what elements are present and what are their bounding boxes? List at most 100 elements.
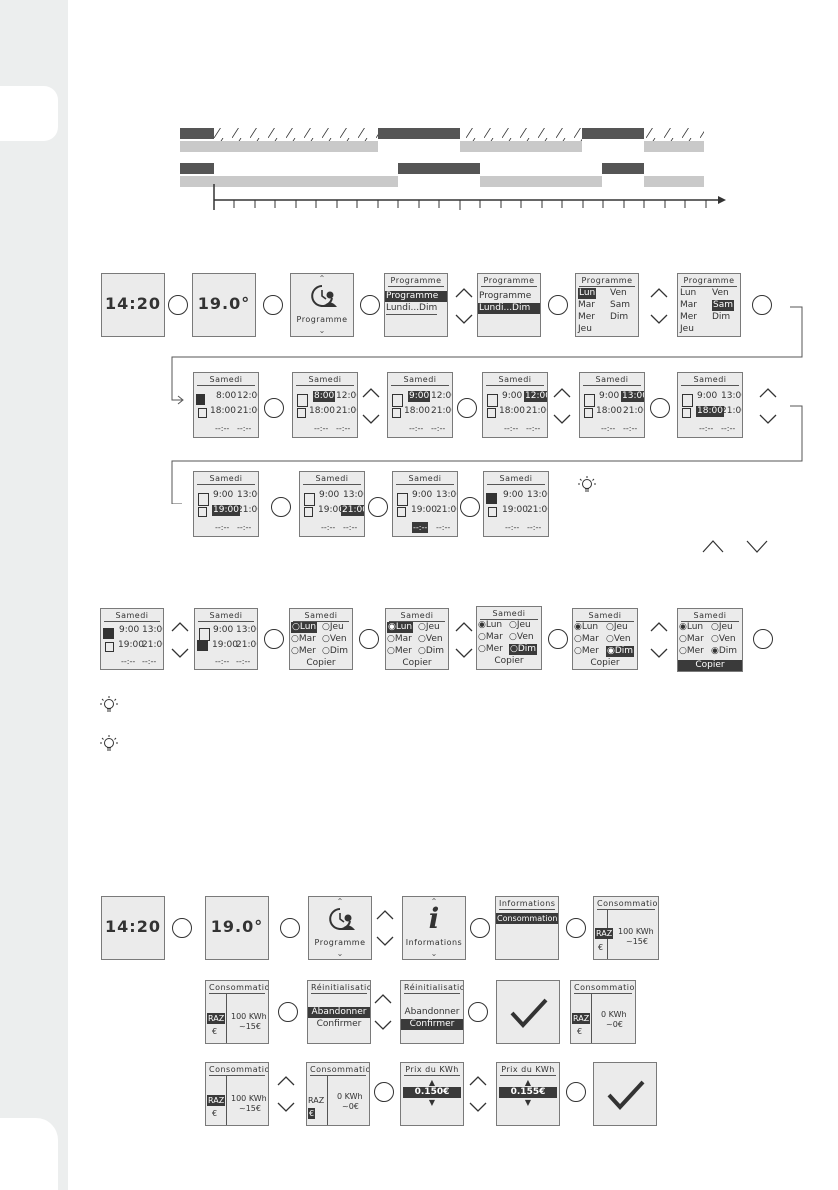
time-start-1: 9:00 bbox=[408, 391, 431, 402]
ok-button[interactable] bbox=[280, 918, 300, 938]
time-start-3: --:-- bbox=[412, 522, 429, 533]
screen-header: Samedi bbox=[486, 374, 544, 386]
clock-screen: 14:20 bbox=[101, 273, 165, 337]
up-down-arrows[interactable] bbox=[758, 386, 778, 426]
euro-value: ~15€ bbox=[626, 937, 648, 946]
ok-button[interactable] bbox=[264, 629, 284, 649]
ok-button[interactable] bbox=[548, 629, 568, 649]
day-mar: Mar bbox=[578, 300, 595, 310]
copy-icon bbox=[584, 408, 593, 418]
up-down-arrows[interactable] bbox=[170, 620, 190, 660]
ok-button[interactable] bbox=[548, 295, 568, 315]
temperature-screen: 19.0° bbox=[205, 896, 269, 960]
info-icon: i bbox=[428, 902, 440, 935]
screen-header: Samedi bbox=[389, 610, 445, 622]
screen-header: Samedi bbox=[396, 473, 454, 485]
time-end-2: 21:00 bbox=[237, 406, 258, 416]
up-down-arrows[interactable] bbox=[361, 386, 381, 426]
ok-button[interactable] bbox=[470, 918, 490, 938]
page-tab-top bbox=[0, 86, 58, 141]
screen-header: Samedi bbox=[681, 610, 739, 622]
up-down-arrows[interactable] bbox=[649, 286, 669, 326]
ok-button[interactable] bbox=[468, 1002, 488, 1022]
time-start-3: --:-- bbox=[314, 424, 329, 433]
day-mar: Mar bbox=[485, 632, 503, 642]
time-end-3: --:-- bbox=[237, 523, 252, 532]
time-end-2: 21:00 bbox=[431, 406, 452, 416]
clock-person-icon bbox=[329, 908, 355, 930]
samedi-screen-5: Samedi 9:00 13:00 18:00 21:00 --:-- --:-… bbox=[579, 372, 645, 438]
time-end-2: 21:00 bbox=[336, 406, 357, 416]
day-jeu: Jeu bbox=[516, 620, 531, 630]
time-end-3: --:-- bbox=[431, 424, 446, 433]
time-start-3: --:-- bbox=[215, 657, 230, 666]
time-start-3: --:-- bbox=[409, 424, 424, 433]
up-down-arrows[interactable] bbox=[454, 286, 474, 326]
ok-button[interactable] bbox=[360, 295, 380, 315]
page-tab-bottom bbox=[0, 1118, 58, 1190]
pencil-icon bbox=[304, 493, 315, 506]
up-down-arrows[interactable] bbox=[454, 620, 474, 660]
time-end-3: --:-- bbox=[436, 523, 451, 532]
time-start-3: --:-- bbox=[215, 424, 230, 433]
time-end-3: --:-- bbox=[237, 424, 252, 433]
up-down-arrows[interactable] bbox=[468, 1074, 488, 1114]
screen-header: Consommation bbox=[310, 1065, 370, 1076]
euro-label: € bbox=[577, 1027, 583, 1036]
screen-header: Samedi bbox=[293, 610, 349, 622]
day-lun: Lun bbox=[686, 622, 704, 632]
time-end-1: 13:00 bbox=[621, 391, 644, 402]
ok-button[interactable] bbox=[368, 497, 388, 517]
up-down-arrows[interactable] bbox=[649, 620, 669, 660]
up-down-arrows[interactable] bbox=[276, 1074, 296, 1114]
time-start-3: --:-- bbox=[601, 424, 616, 433]
ok-button[interactable] bbox=[374, 1082, 394, 1102]
screen-header: Samedi bbox=[197, 473, 255, 485]
ok-button[interactable] bbox=[650, 398, 670, 418]
ok-button[interactable] bbox=[566, 1082, 586, 1102]
flow-connector bbox=[171, 405, 803, 504]
ok-button[interactable] bbox=[263, 295, 283, 315]
ok-button[interactable] bbox=[278, 1002, 298, 1022]
time-end-2: 21:00 bbox=[721, 406, 742, 416]
screen-header: Samedi bbox=[576, 610, 634, 622]
ok-button[interactable] bbox=[264, 398, 284, 418]
consommation-screen: Consommation RAZ € 100 KWh ~15€ bbox=[205, 980, 269, 1044]
copy-icon bbox=[198, 507, 207, 517]
day-dim: Dim bbox=[517, 644, 537, 654]
time-start-1: 9:00 bbox=[412, 490, 433, 500]
day-lun: Lun bbox=[581, 622, 599, 632]
copy-icon bbox=[198, 408, 207, 418]
copy-icon bbox=[392, 408, 401, 418]
time-end-1: 12:00 bbox=[237, 391, 258, 401]
samedi-screen-2: Samedi 8:00 12:00 18:00 21:00 --:-- --:-… bbox=[292, 372, 358, 438]
day-mer: Mer bbox=[394, 646, 412, 656]
screen-header: Samedi bbox=[198, 610, 254, 622]
ok-button[interactable] bbox=[460, 497, 480, 517]
up-down-arrows[interactable] bbox=[375, 908, 395, 948]
chevron-down-icon: ⌄ bbox=[430, 949, 438, 958]
up-down-arrows[interactable] bbox=[373, 992, 393, 1032]
screen-header: Consommation bbox=[209, 1065, 269, 1076]
ok-button[interactable] bbox=[753, 629, 773, 649]
lightbulb-icon bbox=[100, 735, 118, 751]
ok-button[interactable] bbox=[457, 398, 477, 418]
time-end-2: 21:00 bbox=[142, 640, 163, 650]
lightbulb-icon bbox=[578, 476, 596, 492]
ok-button[interactable] bbox=[752, 295, 772, 315]
copy-icon bbox=[397, 507, 406, 517]
ok-button[interactable] bbox=[168, 295, 188, 315]
ok-button[interactable] bbox=[172, 918, 192, 938]
chevron-up-icon: ⌃ bbox=[318, 274, 326, 283]
reinitialisation-screen-2: Réinitialisation Abandonner Confirmer bbox=[400, 980, 464, 1044]
up-down-arrows[interactable] bbox=[552, 386, 572, 426]
ok-button[interactable] bbox=[566, 918, 586, 938]
time-start-3: --:-- bbox=[215, 523, 230, 532]
euro-label: € bbox=[212, 1027, 218, 1036]
abandonner-option: Abandonner bbox=[308, 1007, 370, 1018]
day-select-screen-2: Programme Lun Mar Mer Jeu Ven Sam Dim bbox=[677, 273, 741, 337]
day-mer: Mer bbox=[581, 646, 599, 656]
ok-button[interactable] bbox=[359, 629, 379, 649]
ok-button[interactable] bbox=[271, 497, 291, 517]
day-mer: Mer bbox=[680, 312, 698, 322]
